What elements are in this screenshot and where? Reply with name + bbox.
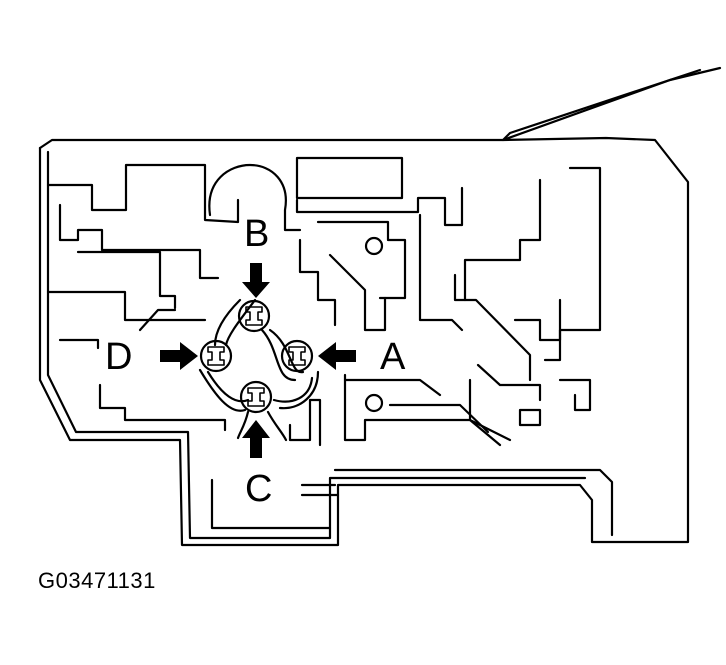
passage-10 (463, 178, 542, 302)
arrow-c (242, 420, 270, 458)
slot-top (295, 156, 404, 200)
passage-8 (418, 213, 464, 332)
passage-15 (518, 408, 542, 427)
passage-23 (138, 308, 177, 332)
passage-26 (288, 398, 322, 447)
passage-6 (316, 220, 407, 300)
valve-tube-dc (198, 368, 250, 412)
arrow-b (242, 263, 270, 298)
passage-11 (453, 273, 532, 382)
arrow-d (160, 342, 198, 370)
passage-3 (76, 250, 177, 310)
passage-24 (210, 478, 332, 530)
passage-12 (513, 298, 562, 342)
housing-inner-lip (46, 150, 587, 540)
valve-tube-ac (272, 370, 320, 410)
housing-outline (38, 66, 722, 547)
passage-27 (333, 468, 614, 537)
label-a: A (380, 336, 406, 378)
arrow-a (318, 342, 356, 370)
passage-5 (298, 238, 337, 327)
figure-id: G03471131 (38, 568, 156, 593)
valve-tube-ba (260, 328, 305, 382)
valve-b (237, 299, 271, 333)
housing-top-edge (38, 68, 702, 150)
passage-21 (58, 338, 100, 350)
passage-7 (328, 253, 387, 332)
port-upper (364, 236, 384, 256)
passage-4 (295, 186, 464, 227)
passage-19 (343, 378, 442, 397)
valve-c (239, 380, 273, 414)
passage-13 (476, 363, 542, 402)
label-b: B (244, 213, 270, 255)
cylinder-top (208, 163, 302, 232)
passage-16 (468, 378, 512, 442)
passage-18 (388, 403, 490, 434)
passage-20 (46, 290, 207, 322)
passage-17 (343, 373, 502, 447)
label-d: D (105, 336, 133, 378)
valve-a (280, 339, 314, 373)
label-c: C (245, 468, 273, 510)
passage-2 (58, 203, 220, 280)
valve-tube-c-down (236, 410, 288, 442)
valve-d (199, 339, 233, 373)
passage-25 (300, 483, 340, 497)
port-lower (364, 393, 384, 413)
passage-9 (543, 166, 602, 362)
passage-22 (98, 383, 227, 432)
passage-1 (46, 163, 240, 224)
passage-14 (558, 378, 592, 412)
